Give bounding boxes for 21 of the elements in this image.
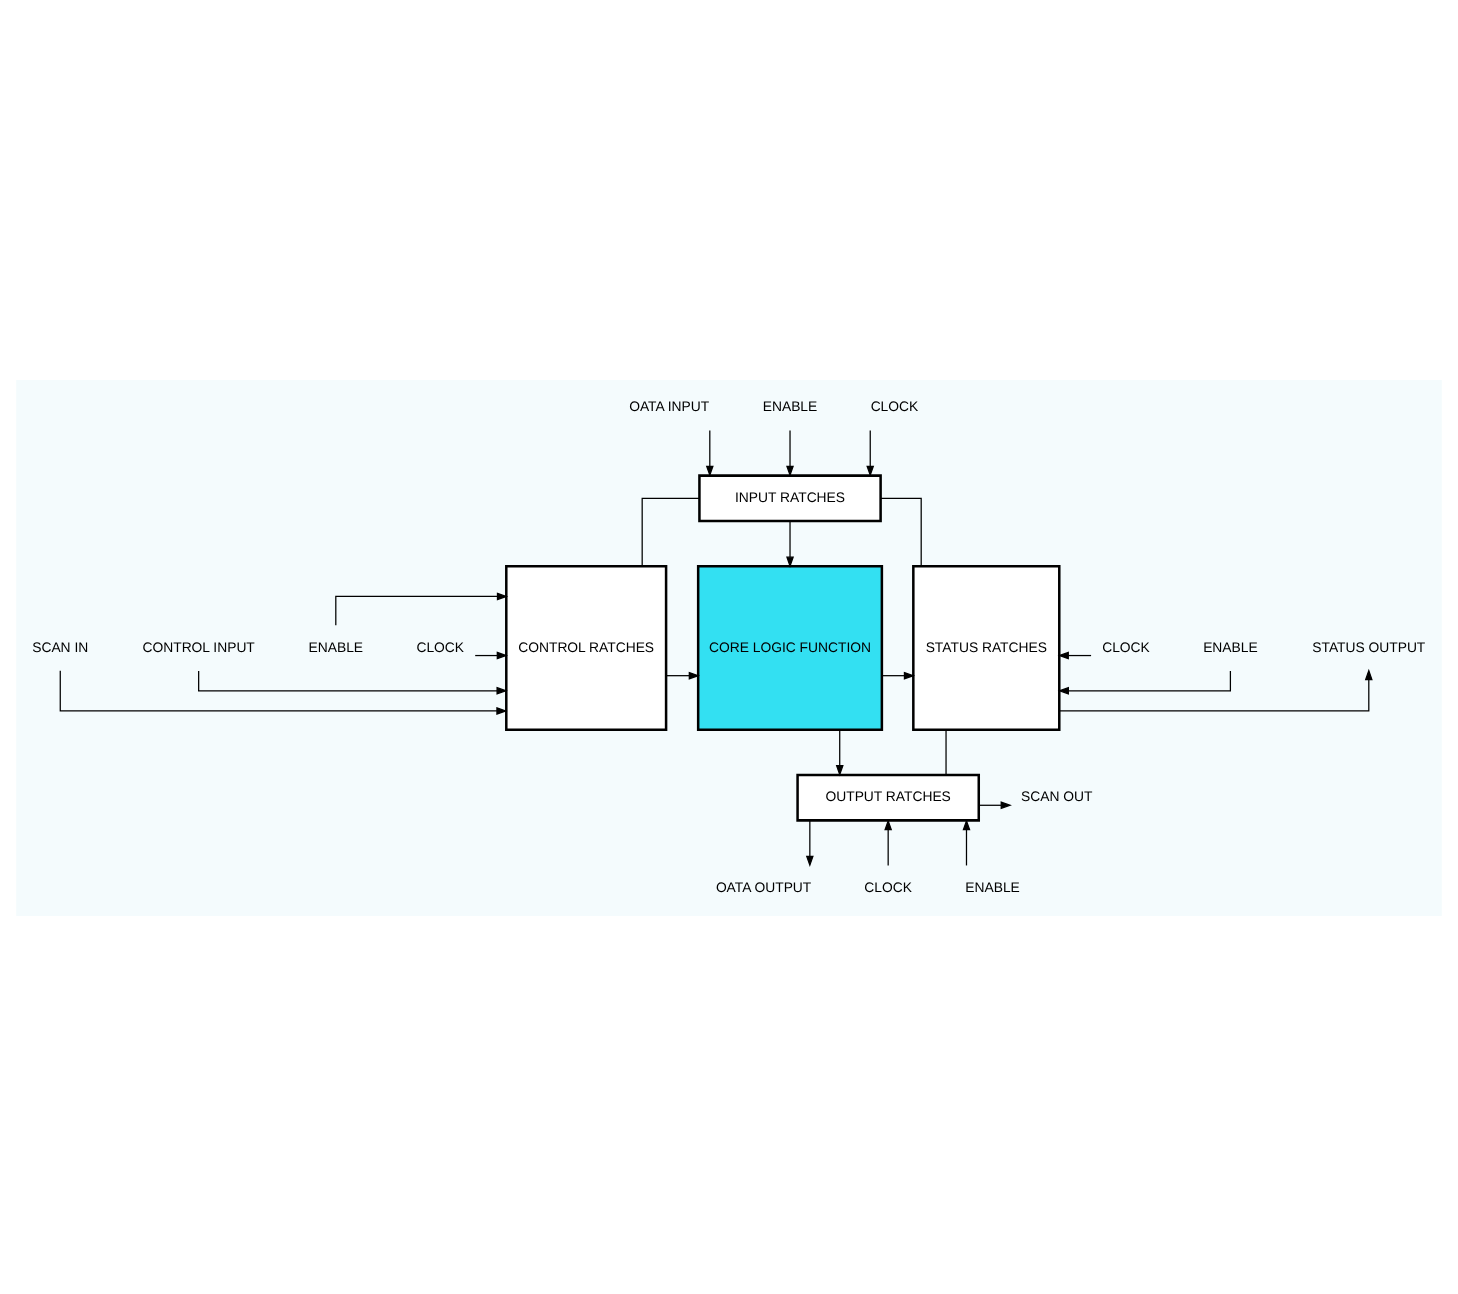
arrow [1057,650,1092,659]
arrow [198,669,508,694]
arrow [835,728,844,776]
arrow [1057,669,1232,694]
arrow [335,591,509,625]
arrow [665,670,701,679]
arrow [474,650,508,659]
connector [880,496,922,566]
arrow [59,669,508,714]
connector [641,496,700,566]
arrow [881,670,916,679]
arrow [786,428,794,476]
arrow [1058,667,1373,711]
arrow [805,818,814,867]
connector [945,728,947,775]
arrow [884,818,893,866]
arrow [978,800,1012,809]
arrow [786,519,794,567]
arrow [866,428,875,476]
arrow [705,428,714,476]
arrow [962,818,971,866]
